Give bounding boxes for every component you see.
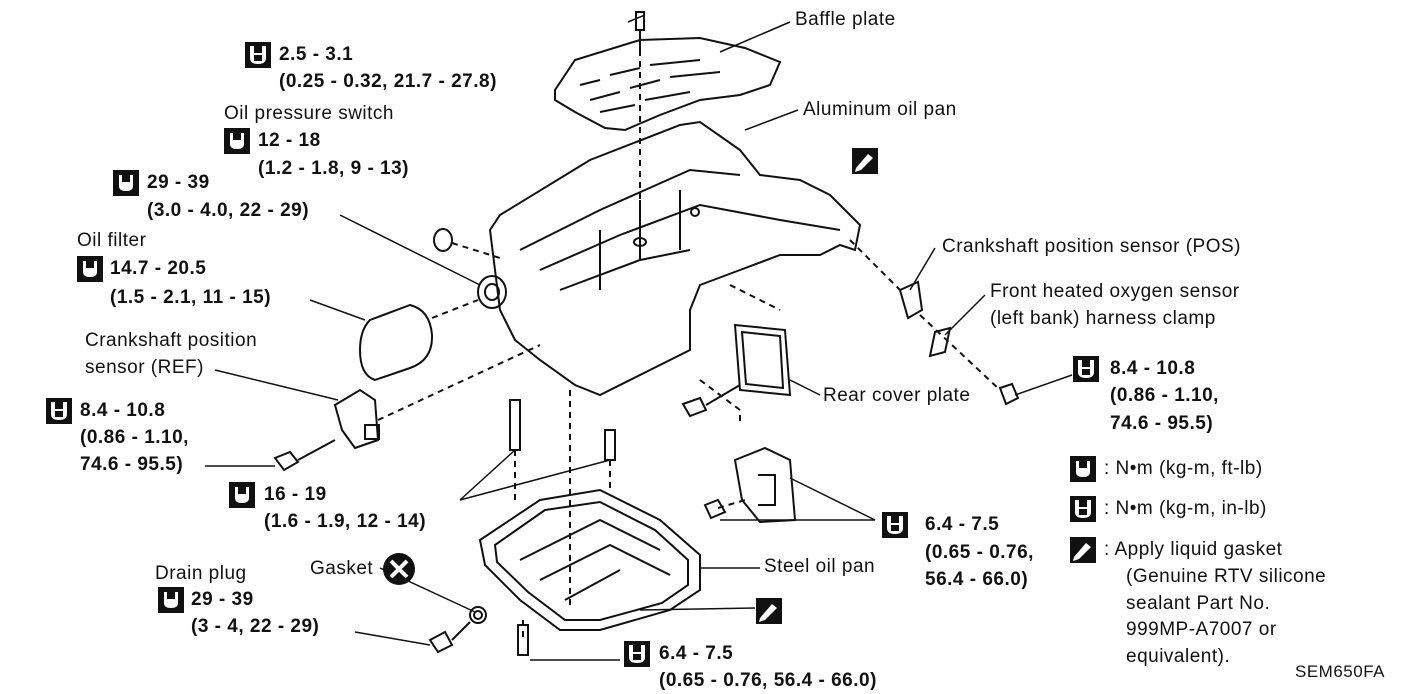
wrench-solid-icon (882, 512, 908, 538)
label-gasket: Gasket (310, 558, 374, 579)
wrench-solid-icon (245, 42, 271, 68)
wrench-hollow-icon (229, 482, 255, 508)
wrench-solid-icon (46, 398, 72, 424)
label-aluminum-oil-pan: Aluminum oil pan (803, 99, 957, 120)
replace-gasket-icon (383, 553, 415, 585)
leader-lines (205, 14, 1073, 661)
label-crank-pos: Crankshaft position sensor (POS) (942, 236, 1242, 257)
wrench-hollow-icon (113, 170, 139, 196)
wrench-hollow-icon (77, 256, 103, 282)
oil-filter (358, 303, 434, 382)
legend-wrench-solid-icon (1070, 496, 1096, 522)
torque-rear-cover-sub1: (0.65 - 0.76, (925, 542, 1034, 563)
torque-crank-pos-sub2: 74.6 - 95.5) (1110, 413, 1214, 434)
label-front-o2-line1: Front heated oxygen sensor (990, 281, 1240, 302)
gasket-sealant-icon (852, 148, 878, 174)
label-steel-oil-pan: Steel oil pan (764, 556, 876, 577)
legend-item-gasket-line4: 999MP-A7007 or (1126, 619, 1277, 640)
torque-steel-pan-bolt-sub: (0.65 - 0.76, 56.4 - 66.0) (659, 670, 877, 691)
legend-wrench-hollow-icon (1070, 456, 1096, 482)
wrench-hollow-icon (158, 587, 184, 613)
torque-oil-filter-value: 14.7 - 20.5 (110, 258, 207, 279)
legend-item-gasket-line1: : Apply liquid gasket (1104, 539, 1283, 560)
steel-oil-pan (478, 488, 701, 631)
legend-item-gasket-line3: sealant Part No. (1126, 593, 1271, 614)
wrench-solid-icon (624, 641, 650, 667)
label-oil-pressure-switch: Oil pressure switch (224, 103, 394, 124)
gasket-sealant-icon (756, 598, 782, 624)
label-oil-filter: Oil filter (77, 230, 147, 251)
label-crank-ref-line2: sensor (REF) (85, 357, 204, 378)
torque-drain-sub: (3 - 4, 22 - 29) (191, 616, 320, 637)
legend-item-gasket-line5: equivalent). (1126, 646, 1231, 667)
label-rear-cover-plate: Rear cover plate (823, 385, 971, 406)
legend-item-gasket-line2: (Genuine RTV silicone (1126, 566, 1327, 587)
figure-id: SEM650FA (1295, 662, 1385, 681)
legend-item-in-lb: : N•m (kg-m, in-lb) (1104, 498, 1267, 519)
torque-crank-ref-value: 8.4 - 10.8 (80, 400, 166, 421)
torque-steel-pan-bolt-value: 6.4 - 7.5 (659, 643, 734, 664)
torque-pan-bolts-value: 16 - 19 (264, 484, 327, 505)
torque-oil-switch-sub: (1.2 - 1.8, 9 - 13) (258, 158, 410, 179)
torque-baffle-value: 2.5 - 3.1 (279, 44, 354, 65)
aluminum-oil-pan (488, 120, 862, 397)
torque-baffle-sub: (0.25 - 0.32, 21.7 - 27.8) (279, 71, 497, 92)
torque-drain-value: 29 - 39 (191, 589, 254, 610)
baffle-plate (554, 36, 782, 132)
torque-pan-bolts-sub: (1.6 - 1.9, 12 - 14) (264, 511, 427, 532)
rear-cover-plate (733, 323, 792, 397)
legend-gasket-icon (1070, 537, 1096, 563)
torque-rear-cover-value: 6.4 - 7.5 (925, 514, 1000, 535)
torque-filter-boss-value: 29 - 39 (147, 172, 210, 193)
torque-crank-ref-sub2: 74.6 - 95.5) (80, 454, 184, 475)
diagram-line-art (273, 11, 1020, 656)
torque-rear-cover-sub2: 56.4 - 66.0) (925, 569, 1029, 590)
wrench-hollow-icon (224, 128, 250, 154)
torque-filter-boss-sub: (3.0 - 4.0, 22 - 29) (147, 200, 310, 221)
torque-crank-pos-value: 8.4 - 10.8 (1110, 358, 1196, 379)
torque-crank-pos-sub1: (0.86 - 1.10, (1110, 385, 1219, 406)
label-drain-plug: Drain plug (155, 563, 247, 584)
torque-crank-ref-sub1: (0.86 - 1.10, (80, 427, 189, 448)
legend-item-ft-lb: : N•m (kg-m, ft-lb) (1104, 458, 1263, 479)
label-front-o2-line2: (left bank) harness clamp (990, 308, 1216, 329)
torque-oil-switch-value: 12 - 18 (258, 130, 321, 151)
label-baffle-plate: Baffle plate (795, 9, 896, 30)
wrench-solid-icon (1073, 356, 1099, 382)
torque-oil-filter-sub: (1.5 - 2.1, 11 - 15) (110, 287, 272, 308)
label-crank-ref-line1: Crankshaft position (85, 330, 258, 351)
